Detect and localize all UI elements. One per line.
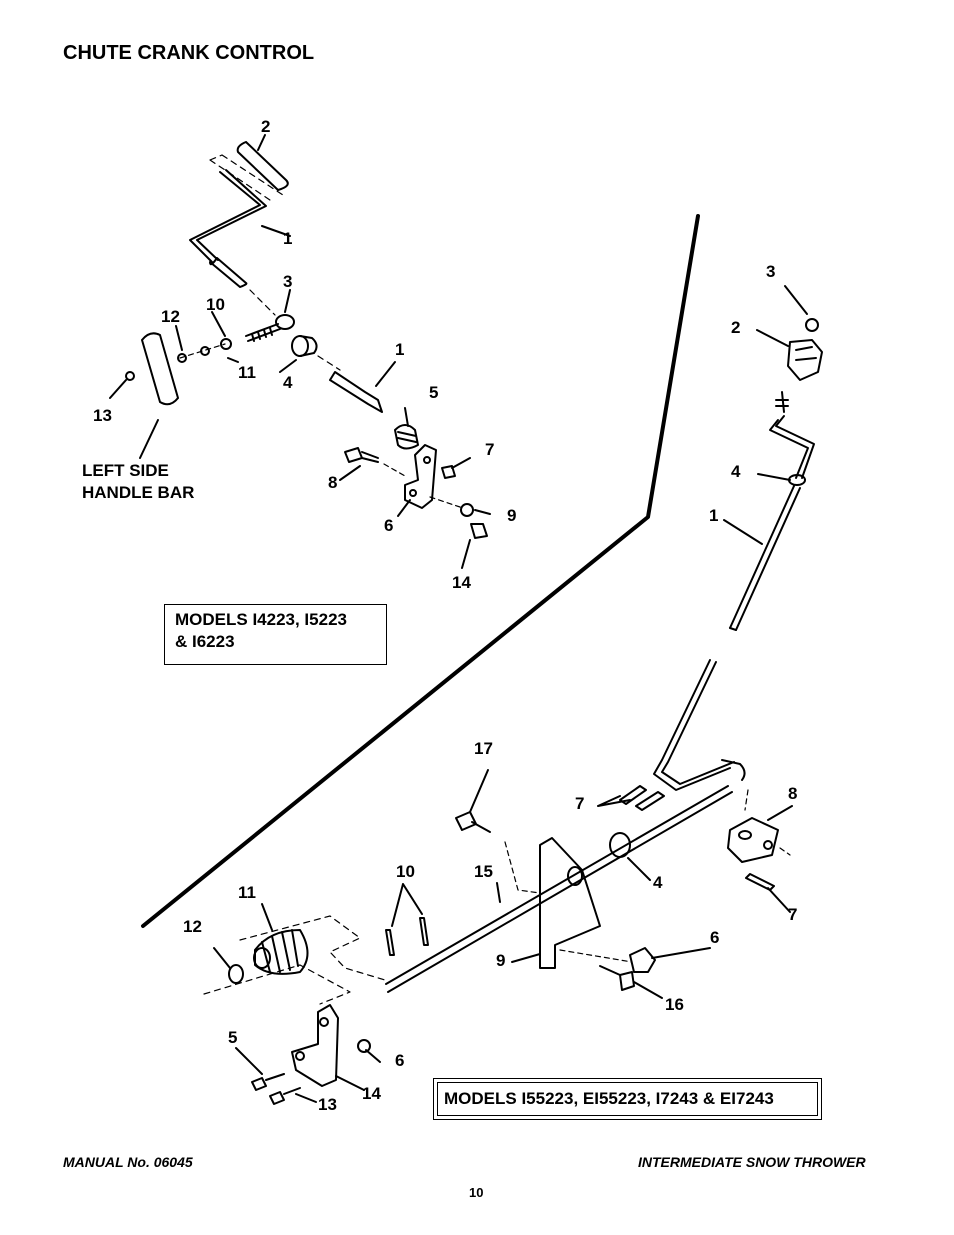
models-box-1: MODELS I4223, I5223 & I6223 [164, 604, 387, 665]
grip-part-2 [236, 141, 289, 191]
crank-rod-part-1 [189, 169, 267, 263]
callout: 1 [283, 229, 292, 248]
models-box-2-inner-border [437, 1082, 818, 1116]
callout: 11 [238, 363, 256, 382]
callout: 7 [485, 440, 494, 459]
callout: 4 [283, 373, 293, 392]
bracket-part-6 [404, 444, 437, 509]
callouts-top-left: 2 1 3 10 12 11 4 1 5 7 8 9 6 14 13 [93, 117, 516, 592]
callout: 8 [328, 473, 337, 492]
callout: 8 [788, 784, 797, 803]
knob-part-2 [787, 339, 823, 381]
callout: 12 [183, 917, 202, 936]
callout: 5 [228, 1028, 237, 1047]
bracket-part-14 [291, 1004, 339, 1087]
callout: 6 [710, 928, 719, 947]
callout: 2 [731, 318, 740, 337]
shaft-part-15 [385, 785, 733, 993]
callout: 9 [496, 951, 505, 970]
page-title: CHUTE CRANK CONTROL [63, 42, 315, 64]
left-side-label-line1: LEFT SIDE [82, 461, 169, 480]
models-box-1-line2: & I6223 [175, 632, 235, 651]
callout: 13 [93, 406, 112, 425]
handlebar-tube [141, 332, 179, 406]
page-number: 10 [469, 1185, 484, 1200]
callout: 10 [206, 295, 225, 314]
pin-housing-part-8 [727, 817, 779, 863]
callout: 4 [731, 462, 741, 481]
callouts-right: 3 2 4 1 [709, 262, 775, 525]
left-side-label-line2: HANDLE BAR [82, 483, 195, 502]
bracket-part-9 [539, 837, 601, 969]
callout: 15 [474, 862, 493, 881]
callout: 7 [575, 794, 584, 813]
left-side-label: LEFT SIDE HANDLE BAR [82, 460, 194, 504]
callout: 13 [318, 1095, 337, 1114]
callout: 9 [507, 506, 516, 525]
callout: 3 [283, 272, 292, 291]
crank-rod-part-1-right [769, 415, 815, 479]
callout: 16 [665, 995, 684, 1014]
callout: 2 [261, 117, 270, 136]
footer-manual-number: MANUAL No. 06045 [63, 1154, 193, 1170]
callout: 6 [384, 516, 393, 535]
callout: 7 [788, 905, 797, 924]
divider-line [141, 214, 700, 928]
models-box-1-line1: MODELS I4223, I5223 [175, 610, 347, 629]
callout: 14 [362, 1084, 381, 1103]
models-box-2: MODELS I55223, EI55223, I7243 & EI7243 [433, 1078, 822, 1120]
callout: 10 [396, 862, 415, 881]
callout: 1 [395, 340, 404, 359]
callouts-bottom: 17 7 8 4 7 15 10 11 12 9 6 16 5 6 14 13 [183, 739, 797, 1114]
callout: 6 [395, 1051, 404, 1070]
footer-product-name: INTERMEDIATE SNOW THROWER [638, 1154, 866, 1170]
callout: 1 [709, 506, 718, 525]
models-box-2-text: MODELS I55223, EI55223, I7243 & EI7243 [444, 1089, 774, 1108]
callout: 3 [766, 262, 775, 281]
callout: 17 [474, 739, 493, 758]
callout: 12 [161, 307, 180, 326]
callout: 11 [238, 883, 256, 902]
callout: 14 [452, 573, 471, 592]
callout: 4 [653, 873, 663, 892]
callout: 5 [429, 383, 438, 402]
